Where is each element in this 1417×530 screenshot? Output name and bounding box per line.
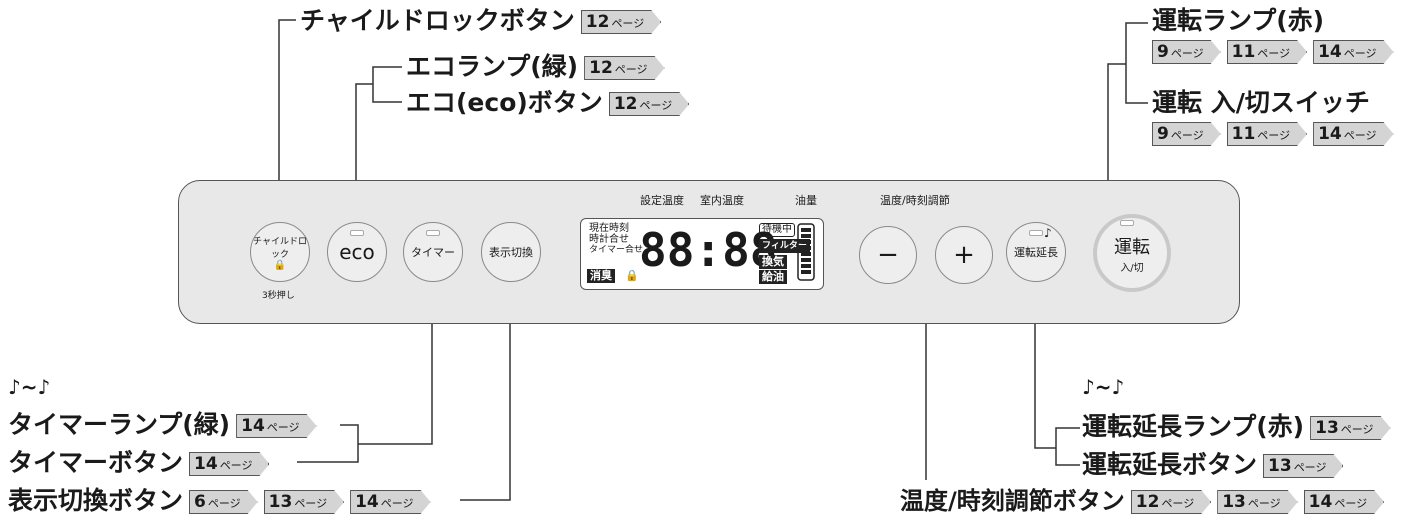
room-temp-label: 室内温度 (700, 194, 744, 207)
leader-display (460, 284, 511, 501)
eco-lamp (350, 230, 364, 236)
extension-button[interactable]: 運転延長 (1006, 222, 1066, 282)
filter-tag: フィルター (759, 239, 810, 253)
child-lock-button[interactable]: チャイルドロック🔒 (250, 222, 310, 282)
oil-label: 油量 (795, 194, 817, 207)
music-note-icon: ♪ (1044, 226, 1052, 240)
timer-lamp (426, 230, 440, 236)
lock-icon: 🔒 (273, 259, 287, 271)
deodorize-tag: 消臭 (587, 269, 615, 283)
oil-gauge (797, 223, 815, 281)
extension-lamp (1029, 230, 1043, 236)
lcd-left-labels: 現在時刻 時計合せ タイマー合せ (589, 223, 644, 255)
leader-eco (355, 83, 373, 218)
set-temp-label: 設定温度 (640, 194, 684, 207)
lock-icon: 🔒 (625, 269, 639, 282)
sound-mark-left: ♪~♪ (8, 375, 51, 399)
sound-mark-right: ♪~♪ (1082, 375, 1125, 399)
ventilation-tag: 換気 (759, 255, 787, 269)
child-lock-hint: 3秒押し (262, 291, 295, 301)
leader-run (1107, 63, 1126, 222)
leader-child-lock (278, 19, 296, 222)
leader-ext-to-btn (1034, 282, 1056, 449)
display-switch-button[interactable]: 表示切換 (481, 222, 541, 282)
lcd-display: 現在時刻 時計合せ タイマー合せ 消臭 🔒 88:88 待機中 フィルター 換気… (580, 218, 824, 290)
leader-extension (1055, 427, 1080, 466)
lcd-digits: 88:88 (639, 223, 778, 277)
refuel-tag: 給油 (759, 270, 787, 284)
temp-time-adjust-label: 温度/時刻調節 (880, 194, 950, 207)
leader-timer-to-btn (358, 282, 433, 445)
standby-tag: 待機中 (759, 223, 795, 237)
leader-eco-lamp (372, 66, 402, 103)
run-lamp (1120, 220, 1134, 226)
run-switch[interactable]: 運転入/切 (1093, 214, 1171, 292)
plus-button[interactable]: + (935, 226, 993, 284)
minus-button[interactable]: − (859, 226, 917, 284)
leader-run-lamp (1125, 22, 1148, 104)
